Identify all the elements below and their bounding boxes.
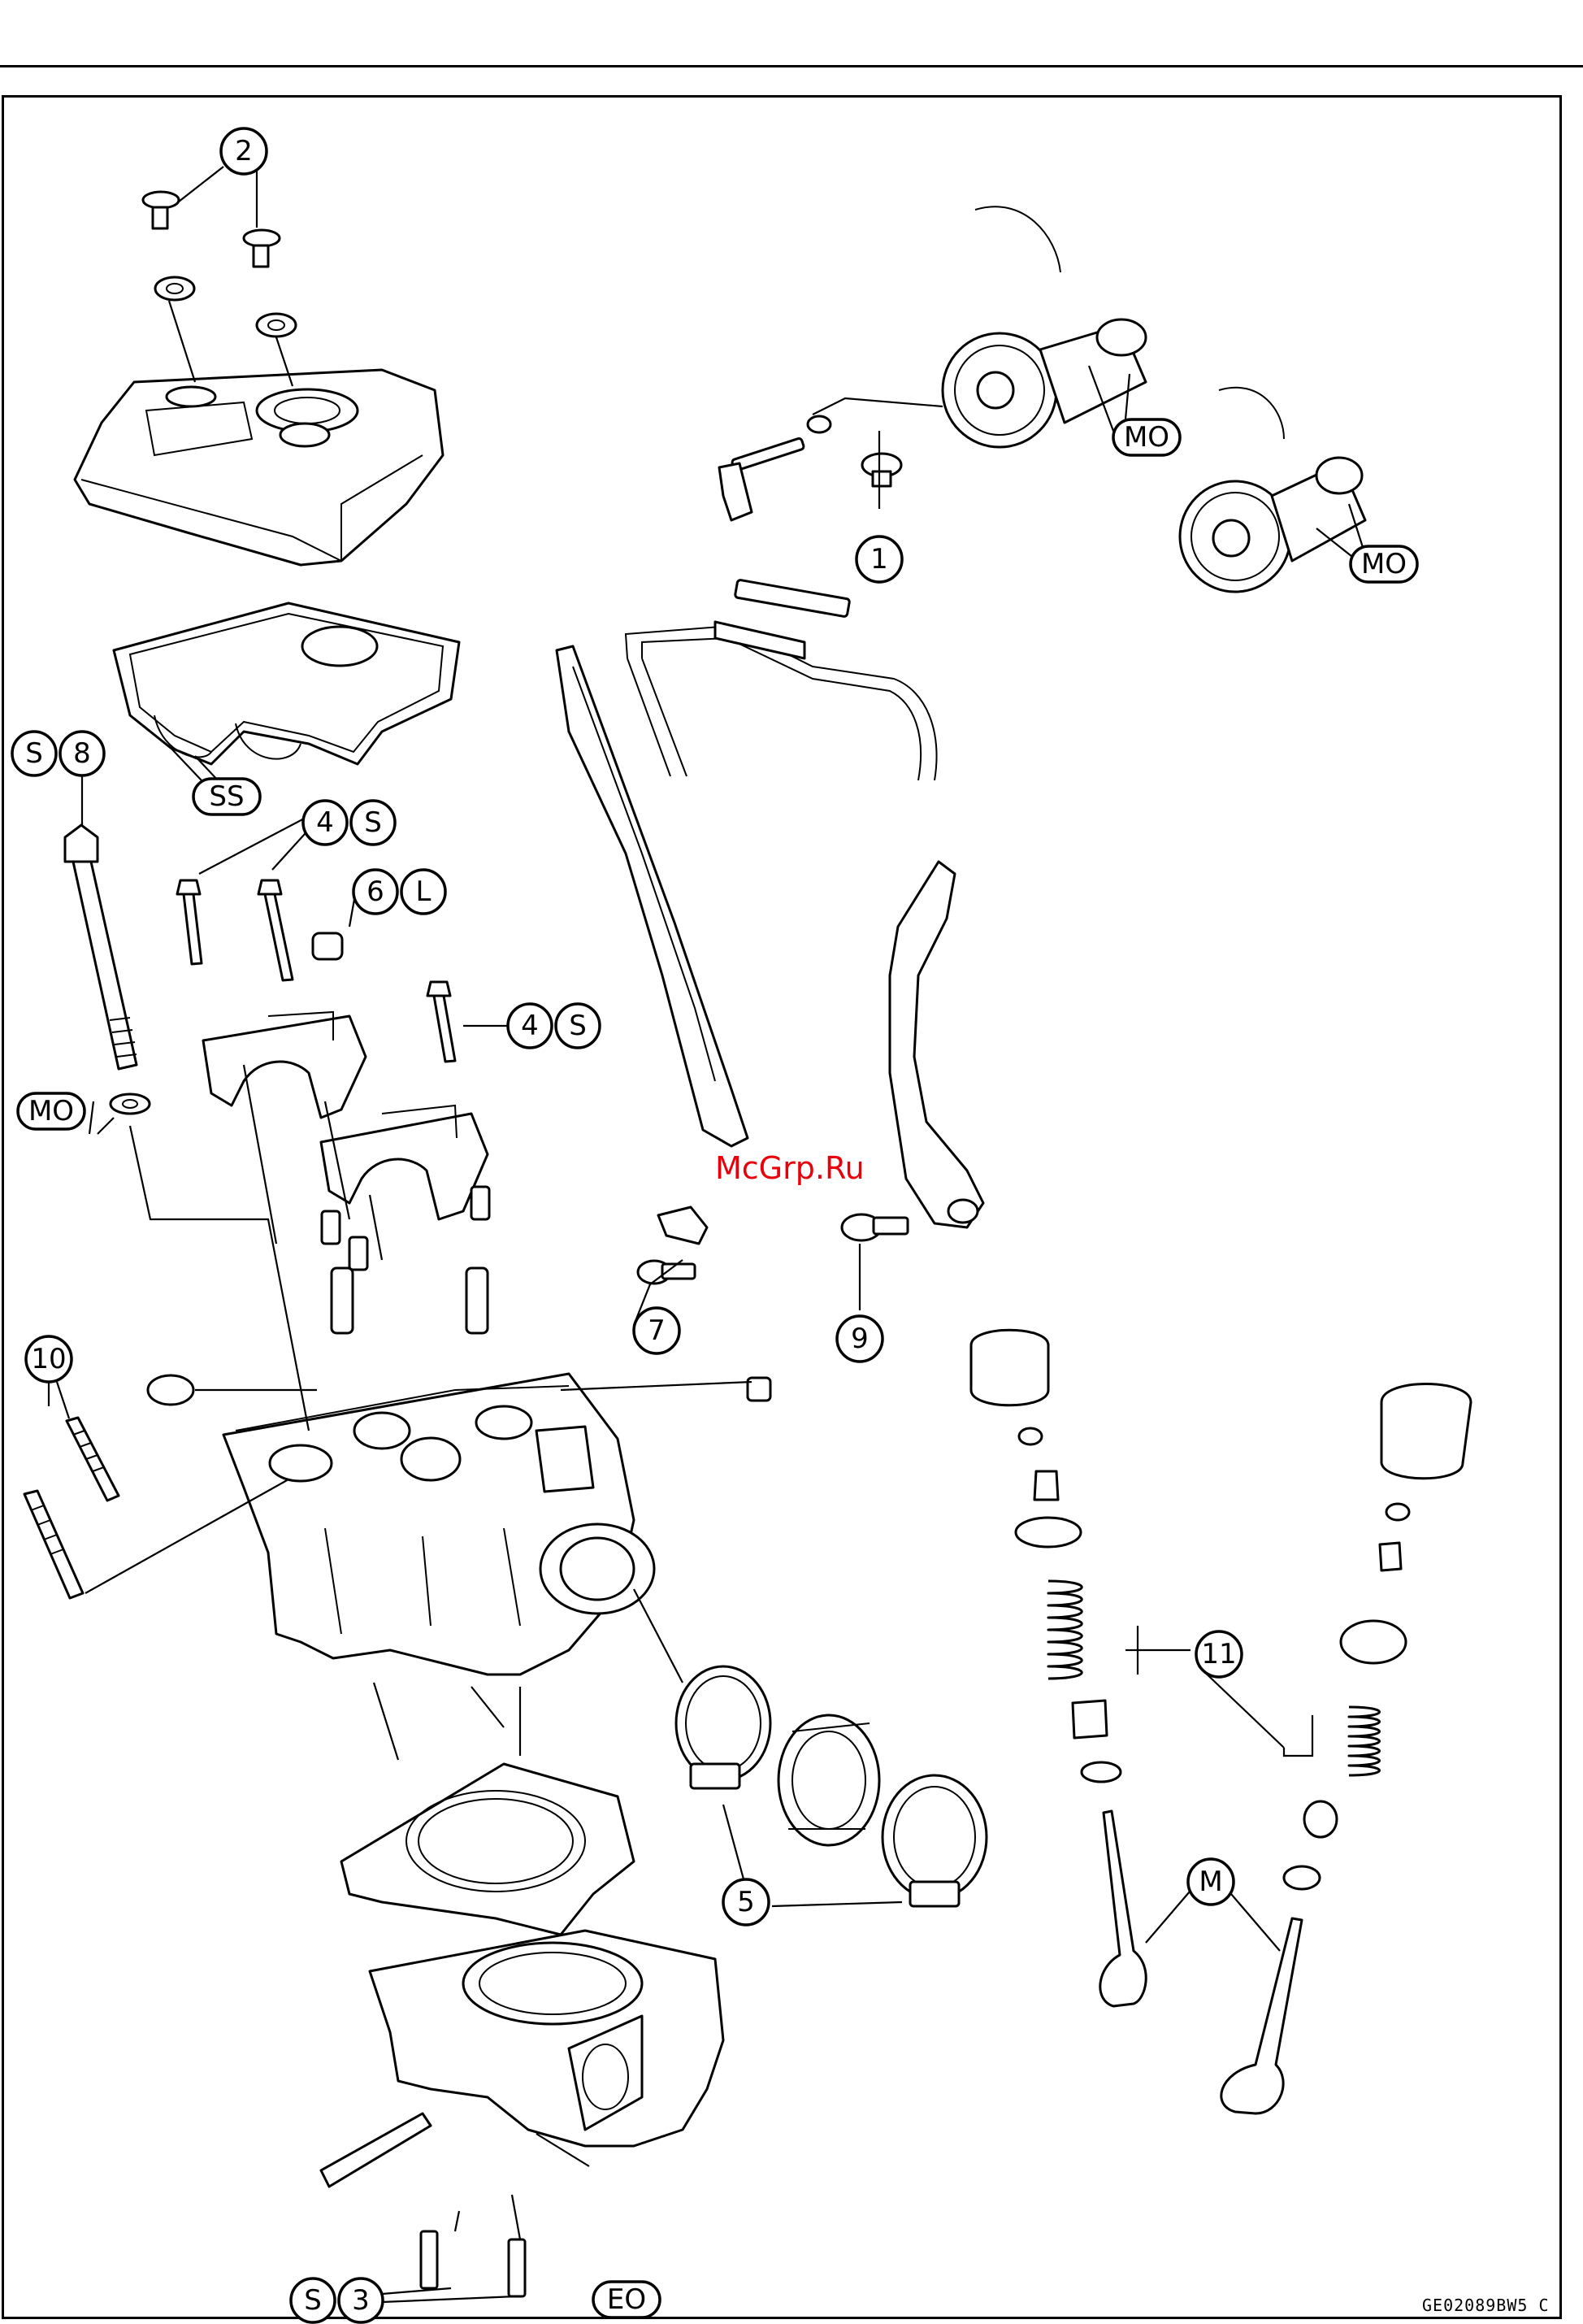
callout-s3-s-text: S — [304, 2284, 322, 2317]
callout-6l-l-text: L — [416, 875, 432, 908]
intake-camshaft — [1180, 388, 1365, 592]
callout-9-text: 9 — [851, 1323, 869, 1355]
callout-ss: SS — [193, 779, 260, 814]
callout-7-text: 7 — [648, 1314, 666, 1347]
callout-s8-n-text: 8 — [73, 737, 91, 770]
watermark: McGrp.Ru — [715, 1150, 865, 1186]
valve-train-intake — [1221, 1384, 1471, 2114]
cover-bolts — [143, 192, 296, 386]
chain-tensioner-guide — [890, 862, 983, 1227]
callout-mo-washer: MO — [18, 1093, 85, 1129]
carburetor-holder — [778, 1715, 879, 1845]
figure-code: GE02089BW5 C — [1422, 2296, 1550, 2315]
callout-m-text: M — [1199, 1866, 1222, 1898]
cylinder-head-cover — [75, 370, 443, 565]
callout-1-text: 1 — [870, 543, 888, 576]
head-gasket — [341, 1764, 634, 1935]
callout-mo-intake-cam-text: MO — [1361, 548, 1407, 580]
decompressor — [719, 416, 901, 520]
callout-mo-exhaust-cam-text: MO — [1124, 421, 1169, 454]
callout-ss-text: SS — [209, 780, 244, 813]
callout-10: 10 — [26, 1336, 72, 1382]
cylinder-head — [223, 1374, 654, 1675]
callout-s8-s-text: S — [25, 737, 43, 770]
callout-7: 7 — [634, 1308, 679, 1353]
callout-5: 5 — [723, 1879, 769, 1925]
callout-5-text: 5 — [737, 1886, 755, 1918]
head-bolt-long — [65, 825, 150, 1114]
callout-10-text: 10 — [31, 1343, 66, 1375]
callout-4s-upper: 4 S — [303, 801, 395, 845]
callout-11: 11 — [1196, 1631, 1242, 1677]
callout-6l-n-text: 6 — [366, 875, 384, 908]
callout-2: 2 — [221, 128, 267, 174]
callout-1: 1 — [857, 536, 902, 582]
callout-4s-lower-s-text: S — [569, 1010, 587, 1042]
exhaust-camshaft — [943, 206, 1146, 447]
callout-mo-washer-text: MO — [28, 1095, 74, 1127]
callout-s3: S 3 — [291, 2278, 383, 2322]
studs — [24, 1418, 119, 1598]
callout-11-text: 11 — [1201, 1638, 1236, 1670]
cam-chain — [626, 580, 937, 780]
callout-9: 9 — [837, 1316, 883, 1362]
callout-4s-upper-s-text: S — [364, 806, 382, 839]
callout-m: M — [1188, 1859, 1234, 1905]
callout-s8: S 8 — [12, 732, 104, 775]
callout-eo: EO — [593, 2282, 660, 2317]
cover-gasket — [114, 603, 459, 764]
callout-mo-exhaust-cam: MO — [1113, 419, 1180, 455]
callout-mo-intake-cam: MO — [1351, 546, 1417, 582]
callout-6l: 6 L — [353, 870, 445, 914]
callout-eo-text: EO — [607, 2283, 646, 2316]
intake-clamp-upper — [676, 1666, 770, 1788]
valve-train-exhaust — [971, 1330, 1146, 2006]
callout-s3-n-text: 3 — [352, 2284, 370, 2317]
intake-clamp-lower — [883, 1775, 987, 1906]
callout-4s-lower-n-text: 4 — [521, 1010, 539, 1042]
callout-4s-upper-n-text: 4 — [316, 806, 334, 839]
callout-4s-lower: 4 S — [508, 1004, 600, 1048]
cylinder-bolts — [321, 2113, 525, 2296]
callout-2-text: 2 — [235, 135, 253, 167]
